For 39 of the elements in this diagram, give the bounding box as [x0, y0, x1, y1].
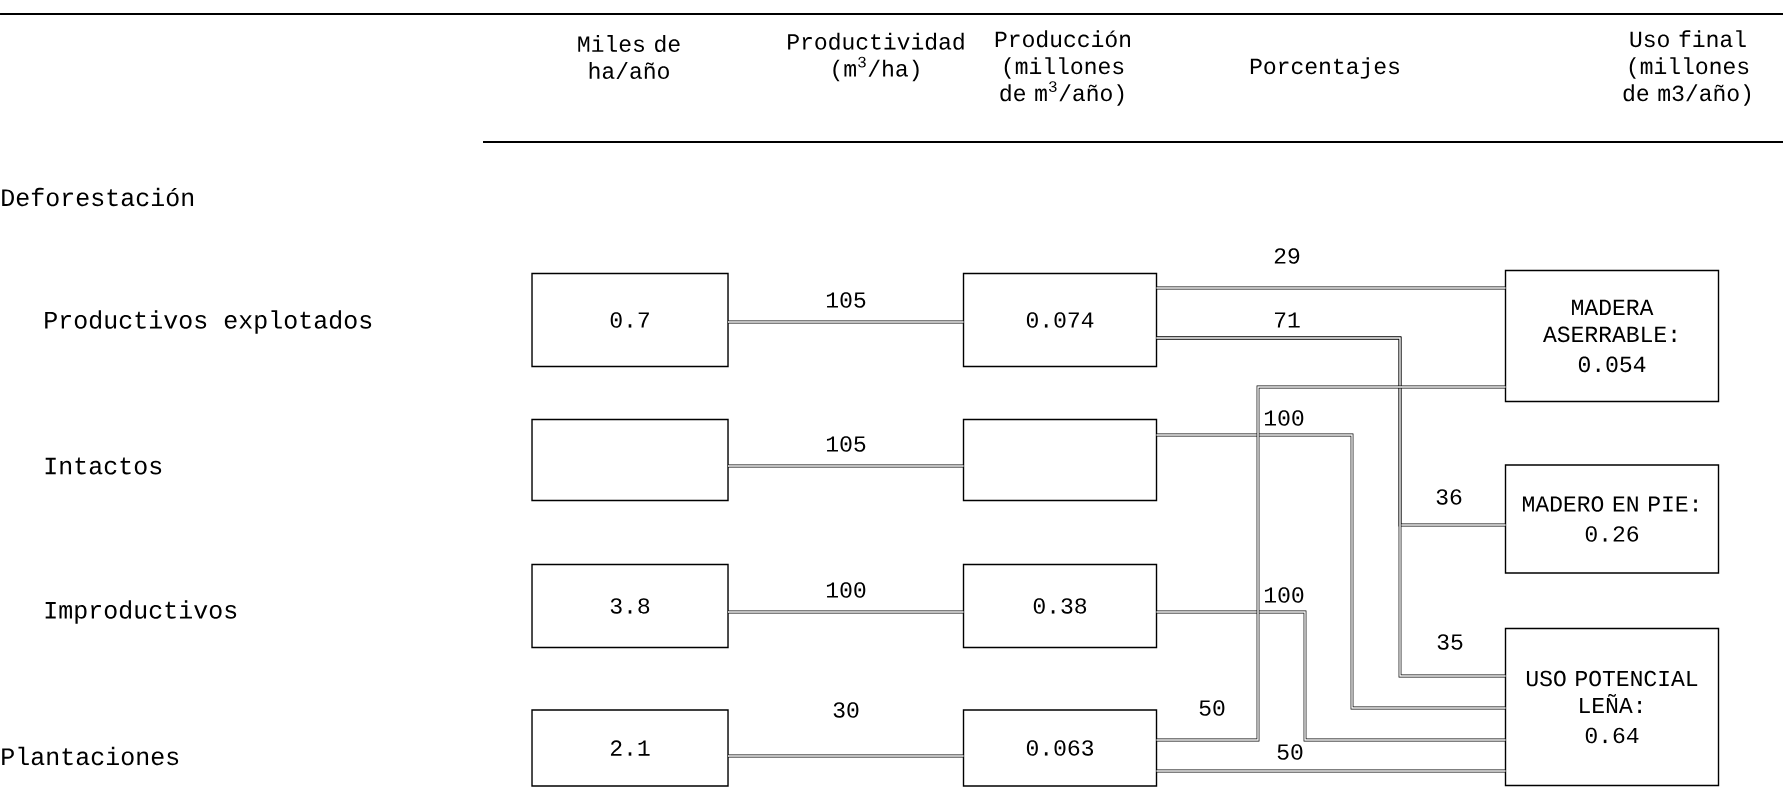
row-label: Plantaciones — [2, 746, 179, 766]
edge-label: 29 — [1272, 247, 1302, 265]
edge-label: 100 — [1262, 409, 1306, 427]
connector-line — [727, 754, 965, 758]
connector-line — [727, 610, 965, 614]
value-box — [531, 418, 729, 502]
edge-label: 100 — [1262, 586, 1306, 604]
value-box: 0.7 — [531, 272, 729, 368]
value-box: 0.063 — [962, 709, 1158, 787]
value-box: MADERO EN PIE: 0.26 — [1504, 464, 1720, 574]
edge-label: 105 — [824, 435, 868, 453]
value-box: 3.8 — [531, 563, 729, 649]
value-box: 0.074 — [962, 272, 1158, 368]
connector-line — [727, 464, 965, 468]
row-label: Improductivos — [45, 600, 237, 624]
column-header: Uso final (millones de m3/año) — [1623, 30, 1751, 106]
row-label: Productivos explotados — [45, 310, 372, 334]
edge-label: 50 — [1275, 743, 1305, 761]
column-header: Miles de ha/año — [578, 35, 680, 79]
row-label: Deforestación — [2, 187, 194, 207]
connector-line — [1155, 769, 1507, 773]
edge-label: 30 — [831, 701, 861, 719]
row-label: Intactos — [45, 457, 162, 475]
column-header: Porcentajes — [1250, 57, 1399, 79]
value-box: 2.1 — [531, 709, 729, 787]
value-box: USO POTENCIAL LEÑA: 0.64 — [1504, 627, 1720, 787]
connector-line — [1155, 286, 1507, 290]
value-box: MADERA ASERRABLE: 0.054 — [1504, 269, 1720, 403]
edge-label: 36 — [1434, 488, 1464, 506]
edge-label: 35 — [1435, 633, 1465, 651]
value-box — [962, 418, 1158, 502]
edge-label: 100 — [824, 581, 868, 599]
column-header: Producción (millones de m$^{3}$/año) — [995, 30, 1130, 106]
edge-label: 105 — [824, 291, 868, 309]
column-header: Productividad (m$^{3}$/ha) — [788, 32, 964, 82]
edge-label: 50 — [1197, 699, 1227, 717]
value-box: 0.38 — [962, 563, 1158, 649]
connector-line — [727, 320, 965, 324]
percentage-label: 71 — [1272, 311, 1302, 329]
